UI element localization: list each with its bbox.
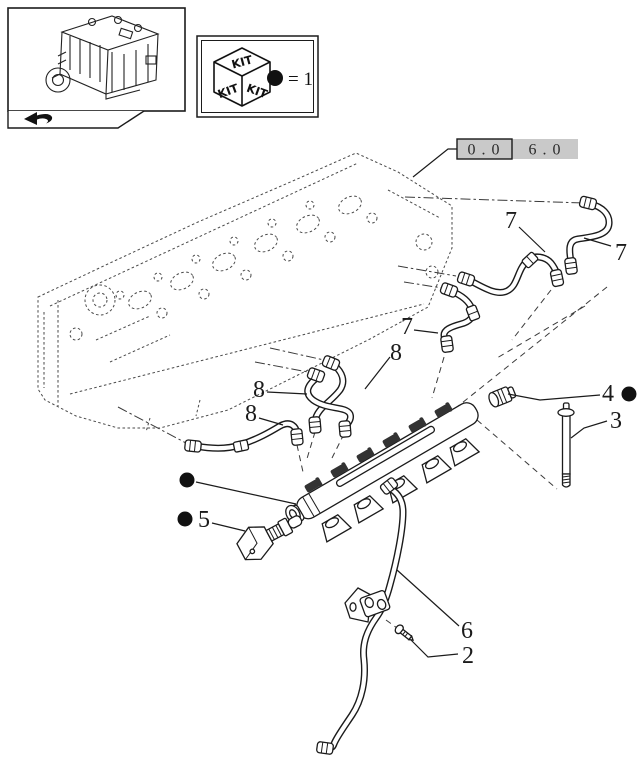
clamp-screw[interactable] xyxy=(394,623,416,643)
injection-pipe-8c[interactable] xyxy=(184,420,304,453)
callout-8-low[interactable]: 8 xyxy=(245,401,257,427)
stud[interactable] xyxy=(557,402,575,488)
callout-8-mid[interactable]: 8 xyxy=(253,377,265,403)
callout-7-top[interactable]: 7 xyxy=(505,208,517,234)
kit-cube-right-label: KIT xyxy=(245,81,270,101)
injection-pipe-8a[interactable] xyxy=(308,355,347,434)
callout-7-low[interactable]: 7 xyxy=(401,314,413,340)
callout-6[interactable]: 6 xyxy=(461,618,473,644)
pressure-sensor[interactable] xyxy=(233,504,309,566)
section-code-bg xyxy=(457,139,578,159)
callout-5[interactable]: 5 xyxy=(198,507,210,533)
engine-ghost-outline xyxy=(37,152,453,433)
engine-thumbnail-art xyxy=(45,15,160,100)
kit-dot-sensor xyxy=(177,511,193,527)
callout-8-upper[interactable]: 8 xyxy=(390,340,402,366)
callout-labels: 7 7 7 8 8 8 4 3 5 6 2 xyxy=(198,208,627,669)
callout-4[interactable]: 4 xyxy=(602,381,614,407)
projection-lines xyxy=(117,196,608,629)
callout-2[interactable]: 2 xyxy=(462,643,474,669)
return-arrow-icon xyxy=(24,112,53,125)
kit-dot-rail xyxy=(179,472,195,488)
kit-cube-left-label: KIT xyxy=(216,81,241,101)
kit-legend: KIT KIT KIT = 1 xyxy=(196,35,319,118)
kit-equation: = 1 xyxy=(288,69,313,90)
kit-dot-plug xyxy=(621,386,637,402)
callout-7-right[interactable]: 7 xyxy=(615,240,627,266)
section-code-boxed: 0 . 0 xyxy=(468,142,501,159)
kit-cube-top-label: KIT xyxy=(230,52,254,71)
leader-lines xyxy=(195,226,612,658)
pipe-clamp[interactable] xyxy=(344,587,391,623)
injection-pipe-8b[interactable] xyxy=(304,367,354,438)
kit-cube-icon xyxy=(213,47,271,107)
injection-pipe-7b[interactable] xyxy=(456,251,565,297)
kit-legend-dot xyxy=(267,70,283,86)
rail-outlets xyxy=(304,402,453,493)
callout-3[interactable]: 3 xyxy=(610,408,622,434)
injection-pipe-7c[interactable] xyxy=(439,282,481,353)
rail-plug[interactable] xyxy=(487,385,517,409)
section-code-suffix: 6 . 0 xyxy=(529,142,562,159)
section-code-plate[interactable]: 0 . 0 6 . 0 xyxy=(412,138,578,178)
section-code-box xyxy=(456,138,513,160)
injection-pipe-7a[interactable] xyxy=(564,195,613,275)
outlet-pipe[interactable] xyxy=(316,477,407,755)
engine-thumbnail[interactable] xyxy=(7,7,186,129)
